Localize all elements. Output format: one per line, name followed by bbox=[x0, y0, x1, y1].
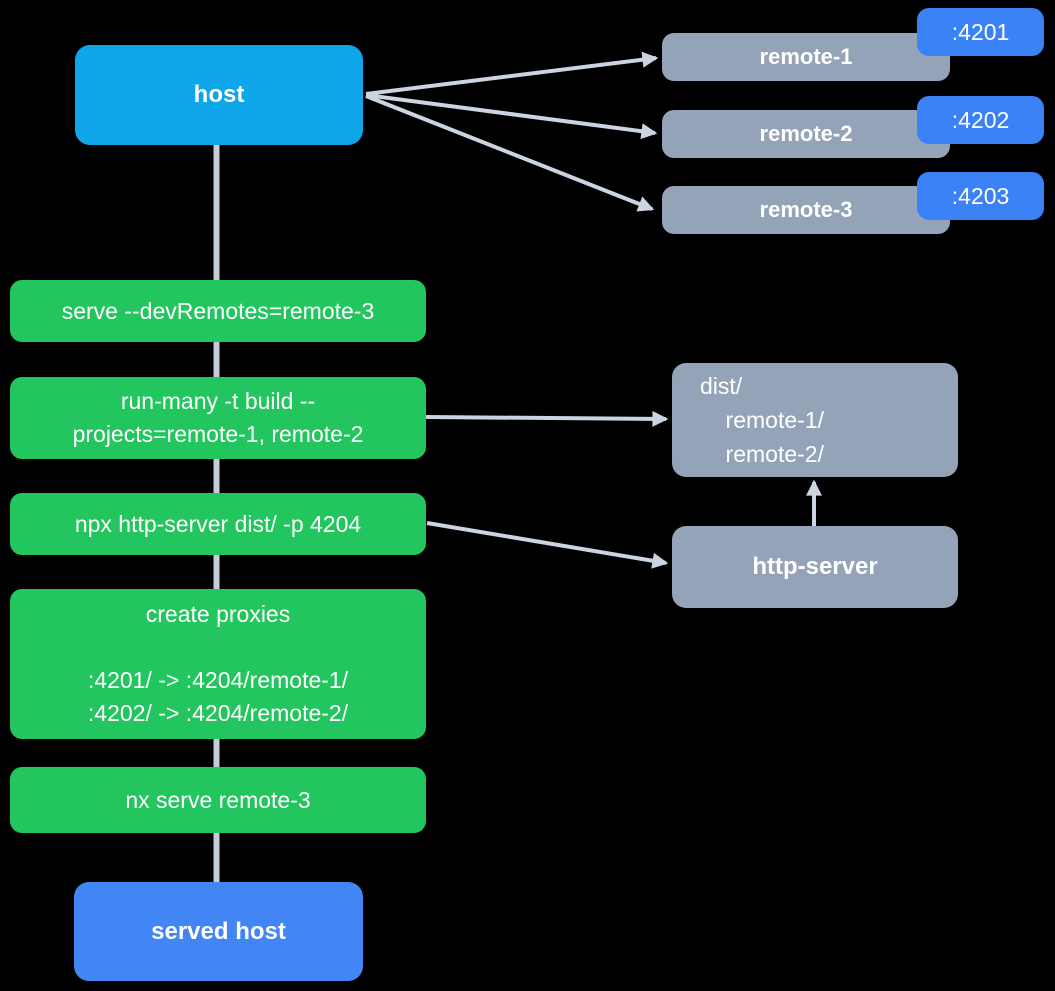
arrow-build-to-dist bbox=[425, 410, 669, 427]
command-create-proxies-text: create proxies :4201/ -> :4204/remote-1/… bbox=[87, 601, 349, 726]
http-server-node: http-server bbox=[672, 526, 958, 608]
remote-3-label: remote-3 bbox=[759, 197, 853, 222]
command-serve-node: serve --devRemotes=remote-3 bbox=[10, 280, 426, 342]
command-http-server-text: npx http-server dist/ -p 4204 bbox=[74, 510, 362, 537]
port-badge-4202-label: :4202 bbox=[951, 106, 1010, 133]
port-badge-4201-label: :4201 bbox=[951, 18, 1010, 45]
port-badge-4201: :4201 bbox=[917, 8, 1044, 56]
host-label: host bbox=[193, 81, 245, 108]
arrow-host-to-remote-1 bbox=[365, 51, 659, 96]
command-run-many-text: run-many -t build -- projects=remote-1, … bbox=[72, 388, 364, 447]
command-nx-serve-text: nx serve remote-3 bbox=[125, 786, 311, 813]
command-run-many-node: run-many -t build -- projects=remote-1, … bbox=[10, 377, 426, 459]
arrow-npx-to-http-server bbox=[426, 521, 669, 569]
port-badge-4202: :4202 bbox=[917, 96, 1044, 144]
remote-1-node: remote-1 bbox=[662, 33, 950, 81]
arrow-host-to-remote-3 bbox=[365, 94, 655, 212]
http-server-label: http-server bbox=[752, 553, 878, 580]
command-serve-text: serve --devRemotes=remote-3 bbox=[61, 297, 375, 324]
remote-2-label: remote-2 bbox=[759, 121, 853, 146]
arrow-host-to-remote-2 bbox=[365, 93, 658, 140]
host-node: host bbox=[75, 45, 363, 145]
command-nx-serve-node: nx serve remote-3 bbox=[10, 767, 426, 833]
remote-2-node: remote-2 bbox=[662, 110, 950, 158]
remote-1-label: remote-1 bbox=[759, 44, 853, 69]
served-host-node: served host bbox=[74, 882, 363, 981]
command-http-server-node: npx http-server dist/ -p 4204 bbox=[10, 493, 426, 555]
port-badge-4203: :4203 bbox=[917, 172, 1044, 220]
port-badge-4203-label: :4203 bbox=[951, 182, 1010, 209]
dist-folder-node: dist/ remote-1/ remote-2/ bbox=[672, 363, 958, 477]
served-host-label: served host bbox=[151, 917, 286, 945]
dist-folder-text: dist/ remote-1/ remote-2/ bbox=[700, 373, 824, 467]
command-create-proxies-node: create proxies :4201/ -> :4204/remote-1/… bbox=[10, 589, 426, 739]
remote-3-node: remote-3 bbox=[662, 186, 950, 234]
